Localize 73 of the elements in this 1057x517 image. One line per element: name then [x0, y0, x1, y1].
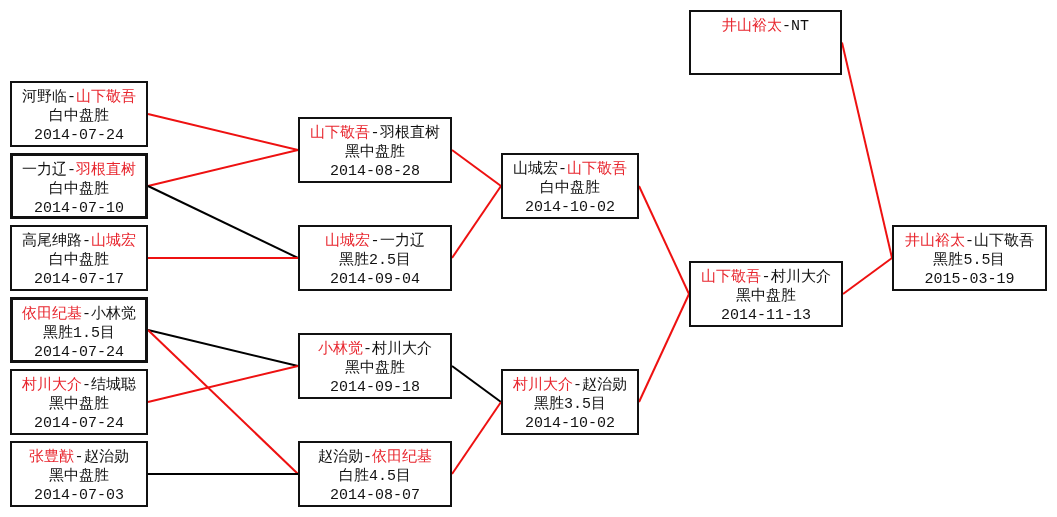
- match-box: [298, 333, 452, 399]
- game-result: 白中盘胜: [48, 180, 110, 199]
- player-names: 高尾绅路-山城宏: [21, 232, 137, 251]
- bracket-line: [451, 185, 502, 259]
- game-date: 2014-07-24: [33, 414, 125, 433]
- game-result: 黑中盘胜: [48, 467, 110, 486]
- player-names: 河野临-山下敬吾: [21, 88, 137, 107]
- match-box: [10, 369, 148, 435]
- bracket-line: [147, 149, 299, 187]
- game-result: 黑中盘胜: [735, 287, 797, 306]
- match-box: [892, 225, 1047, 291]
- match-box: [298, 117, 452, 183]
- bracket-line: [451, 365, 502, 403]
- game-date: 2014-08-28: [329, 162, 421, 181]
- game-result: 黑胜1.5目: [42, 324, 116, 343]
- match-box: [689, 261, 843, 327]
- game-result: 白中盘胜: [48, 107, 110, 126]
- player-names: 依田纪基-小林觉: [21, 305, 137, 324]
- bracket-line: [147, 365, 299, 403]
- bracket-line: [638, 293, 690, 403]
- match-box: [298, 441, 452, 507]
- match-box: [10, 153, 148, 219]
- game-date: 2014-07-24: [33, 126, 125, 145]
- game-date: 2014-10-02: [524, 198, 616, 217]
- player-names: 井山裕太-NT: [721, 17, 810, 36]
- player-names: 山下敬吾-村川大介: [700, 268, 832, 287]
- bracket-line: [638, 185, 690, 295]
- game-date: 2014-09-18: [329, 378, 421, 397]
- game-result: 黑中盘胜: [48, 395, 110, 414]
- bracket-line: [147, 329, 299, 367]
- bracket-line: [147, 185, 299, 259]
- player-names: 村川大介-结城聪: [21, 376, 137, 395]
- match-box: [501, 153, 639, 219]
- player-names: 小林觉-村川大介: [317, 340, 433, 359]
- game-date: 2014-07-03: [33, 486, 125, 505]
- player-names: 村川大介-赵治勋: [512, 376, 628, 395]
- match-box: [10, 225, 148, 291]
- game-date: 2014-07-24: [33, 343, 125, 362]
- game-result: 白中盘胜: [539, 179, 601, 198]
- player-names: 赵治勋-依田纪基: [317, 448, 433, 467]
- bracket-line: [147, 473, 299, 475]
- match-box: [10, 297, 148, 363]
- game-result: 黑中盘胜: [344, 359, 406, 378]
- bracket-line: [147, 113, 299, 151]
- bracket-line: [147, 257, 299, 259]
- bracket-line: [842, 257, 893, 295]
- bracket-line: [451, 401, 502, 475]
- game-date: 2015-03-19: [923, 270, 1016, 289]
- game-result: 黑胜5.5目: [932, 251, 1007, 270]
- game-result: 黑中盘胜: [344, 143, 406, 162]
- player-names: 山下敬吾-羽根直树: [309, 124, 441, 143]
- game-result: 黑胜2.5目: [338, 251, 412, 270]
- player-names: 张豊猷-赵治勋: [28, 448, 130, 467]
- match-box: [501, 369, 639, 435]
- game-result: 黑胜3.5目: [533, 395, 607, 414]
- match-box: [10, 81, 148, 147]
- game-date: 2014-11-13: [720, 306, 812, 325]
- bracket-line: [451, 149, 502, 187]
- game-date: 2014-09-04: [329, 270, 421, 289]
- game-date: 2014-08-07: [329, 486, 421, 505]
- game-date: 2014-10-02: [524, 414, 616, 433]
- match-box: [689, 10, 842, 75]
- game-result: 白中盘胜: [48, 251, 110, 270]
- player-names: 一力辽-羽根直树: [21, 161, 137, 180]
- bracket-line: [147, 329, 299, 475]
- game-result: 白胜4.5目: [338, 467, 412, 486]
- game-date: 2014-07-17: [33, 270, 125, 289]
- match-box: [10, 441, 148, 507]
- match-box: [298, 225, 452, 291]
- player-names: 山城宏-山下敬吾: [512, 160, 628, 179]
- game-date: 2014-07-10: [33, 199, 125, 218]
- player-names: 井山裕太-山下敬吾: [904, 232, 1035, 251]
- player-names: 山城宏-一力辽: [324, 232, 426, 251]
